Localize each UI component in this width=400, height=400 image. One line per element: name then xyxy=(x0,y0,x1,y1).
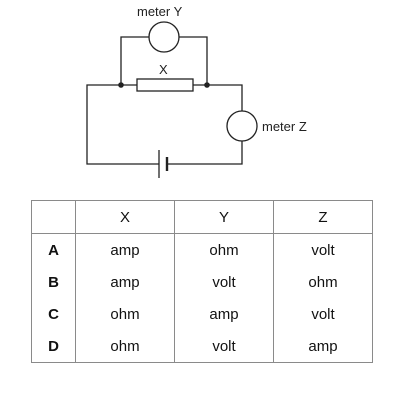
cell-x: amp xyxy=(75,233,175,266)
component-x xyxy=(136,78,194,92)
option-letter: D xyxy=(31,330,76,363)
cell-y: ohm xyxy=(174,233,274,266)
cell-x: ohm xyxy=(75,298,175,330)
option-letter: C xyxy=(31,298,76,330)
wire-right xyxy=(167,140,243,165)
cell-z: amp xyxy=(273,330,373,363)
cell-y: volt xyxy=(174,266,274,298)
table-row: C ohm amp volt xyxy=(31,298,373,330)
cell-x: amp xyxy=(75,266,175,298)
table-row: B amp volt ohm xyxy=(31,266,373,298)
meter-z-label: meter Z xyxy=(262,119,307,134)
option-letter: A xyxy=(31,233,76,266)
header-z: Z xyxy=(273,200,373,234)
component-x-label: X xyxy=(159,62,168,77)
junction-right xyxy=(204,82,210,88)
answer-table: X Y Z A amp ohm volt B amp volt ohm C oh… xyxy=(31,200,373,363)
option-letter: B xyxy=(31,266,76,298)
wire-left xyxy=(86,122,159,165)
cell-y: volt xyxy=(174,330,274,363)
meter-z xyxy=(226,110,258,142)
header-y: Y xyxy=(174,200,274,234)
meter-y-label: meter Y xyxy=(137,4,183,19)
wire-top-left xyxy=(86,84,137,122)
meter-y xyxy=(148,21,180,53)
table-row: A amp ohm volt xyxy=(31,233,373,266)
cell-x: ohm xyxy=(75,330,175,363)
table-header-row: X Y Z xyxy=(31,200,373,234)
table-row: D ohm volt amp xyxy=(31,330,373,363)
wire-top-right xyxy=(193,84,243,111)
header-blank xyxy=(31,200,76,234)
circuit-diagram: meter Y X meter Z xyxy=(86,4,307,178)
wire-meter-y-branch xyxy=(120,36,149,85)
junction-left xyxy=(118,82,124,88)
header-x: X xyxy=(75,200,175,234)
cell-z: ohm xyxy=(273,266,373,298)
cell-z: volt xyxy=(273,233,373,266)
wire-meter-y-branch-right xyxy=(179,36,208,85)
cell-z: volt xyxy=(273,298,373,330)
cell-y: amp xyxy=(174,298,274,330)
